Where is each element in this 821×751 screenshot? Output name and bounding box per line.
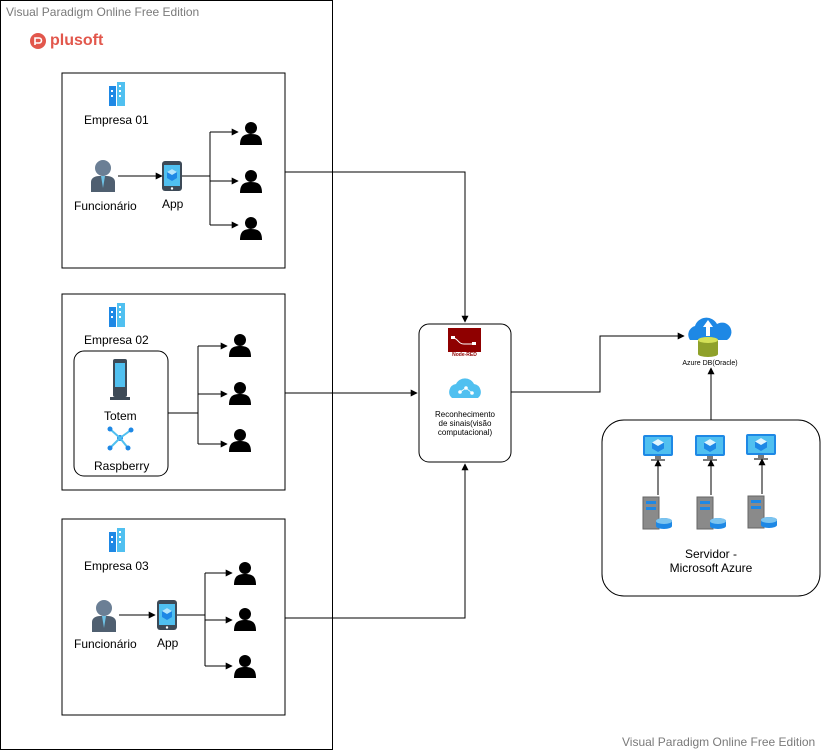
company1-title: Empresa 01	[84, 113, 149, 127]
totem-label: Totem	[104, 409, 137, 423]
brand-logo: plusoft	[29, 32, 103, 50]
raspberry-icon	[107, 426, 134, 451]
connectors	[118, 128, 766, 670]
phone-app-icon	[162, 161, 182, 191]
totem-icon	[110, 359, 130, 400]
nodered-label: Node-RED	[452, 352, 477, 358]
plusoft-logo-icon	[30, 33, 46, 49]
company1-employee-label: Funcionário	[74, 199, 137, 213]
raspberry-label: Raspberry	[94, 459, 150, 473]
company2-title: Empresa 02	[84, 333, 149, 347]
phone-app-icon	[157, 600, 177, 630]
company1-app-label: App	[162, 197, 184, 211]
brand-name: plusoft	[50, 32, 104, 49]
database-icon	[688, 317, 732, 357]
company3-app-label: App	[157, 636, 179, 650]
company3-title: Empresa 03	[84, 559, 149, 573]
nodered-icon	[448, 328, 481, 352]
cognitive-icon	[449, 378, 481, 398]
watermark-top: Visual Paradigm Online Free Edition	[6, 5, 200, 19]
azure-db-label: Azure DB(Oracle)	[682, 360, 738, 367]
watermark-bottom: Visual Paradigm Online Free Edition	[622, 735, 816, 749]
server-label: Servidor - Microsoft Azure	[669, 547, 753, 575]
company3-employee-label: Funcionário	[74, 637, 137, 651]
recognition-label: Reconhecimento de sinais(visão computaci…	[434, 410, 496, 437]
